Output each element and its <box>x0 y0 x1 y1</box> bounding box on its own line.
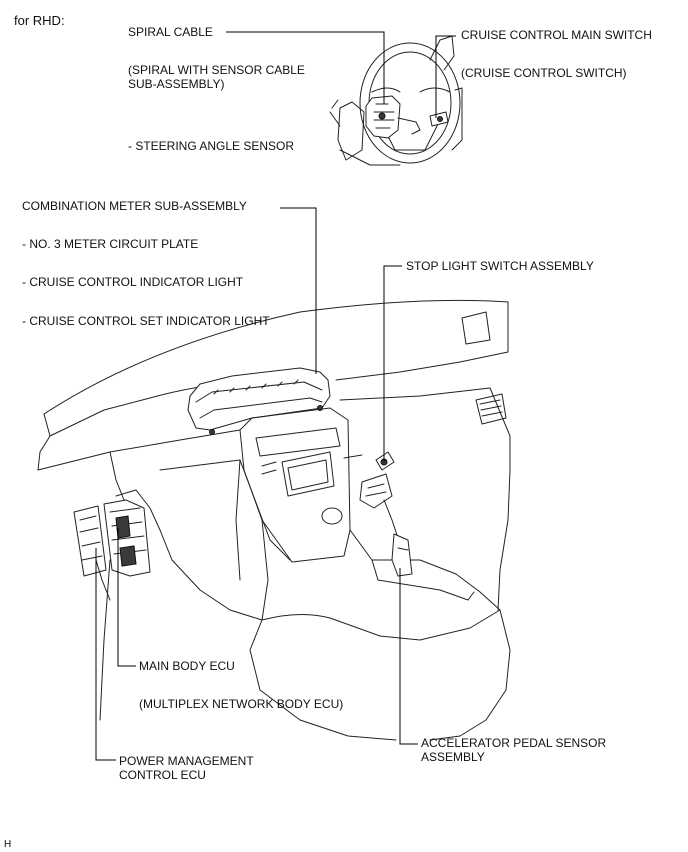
label-accel-pedal-1: ACCELERATOR PEDAL SENSOR <box>421 736 607 750</box>
label-cruise-set-indicator-light: - CRUISE CONTROL SET INDICATOR LIGHT <box>22 314 270 328</box>
label-power-mgmt-1: POWER MANAGEMENT <box>119 754 254 768</box>
leader-power-mgmt-ecu <box>95 548 116 761</box>
label-power-mgmt-2: CONTROL ECU <box>119 768 206 782</box>
label-cruise-main-switch: CRUISE CONTROL MAIN SWITCH <box>461 28 652 42</box>
steering-wheel-illustration <box>329 35 463 166</box>
leader-spiral-cable <box>226 31 385 104</box>
label-spiral-sub-1: (SPIRAL WITH SENSOR CABLE <box>128 63 305 77</box>
label-cruise-indicator-light: - CRUISE CONTROL INDICATOR LIGHT <box>22 275 244 289</box>
label-steering-angle-sensor: - STEERING ANGLE SENSOR <box>128 139 295 153</box>
leader-stop-light <box>383 265 402 462</box>
label-spiral-cable: SPIRAL CABLE <box>128 25 213 39</box>
leader-cruise-main <box>435 35 456 118</box>
leader-combination-meter <box>280 207 317 374</box>
leader-accel-pedal <box>399 568 418 745</box>
dashboard-illustration <box>37 299 511 741</box>
label-stop-light-switch: STOP LIGHT SWITCH ASSEMBLY <box>406 259 594 273</box>
label-accel-pedal-2: ASSEMBLY <box>421 750 485 764</box>
label-main-body-ecu: MAIN BODY ECU <box>139 659 235 673</box>
label-main-body-ecu-sub: (MULTIPLEX NETWORK BODY ECU) <box>139 697 344 711</box>
label-cruise-switch-sub: (CRUISE CONTROL SWITCH) <box>461 66 627 80</box>
label-meter-circuit-plate: - NO. 3 METER CIRCUIT PLATE <box>22 237 199 251</box>
label-combination-meter: COMBINATION METER SUB-ASSEMBLY <box>22 199 247 213</box>
figure-code: H <box>4 839 12 850</box>
label-spiral-sub-2: SUB-ASSEMBLY) <box>128 77 225 91</box>
leader-main-body-ecu <box>117 528 136 667</box>
variant-heading: for RHD: <box>14 13 65 28</box>
